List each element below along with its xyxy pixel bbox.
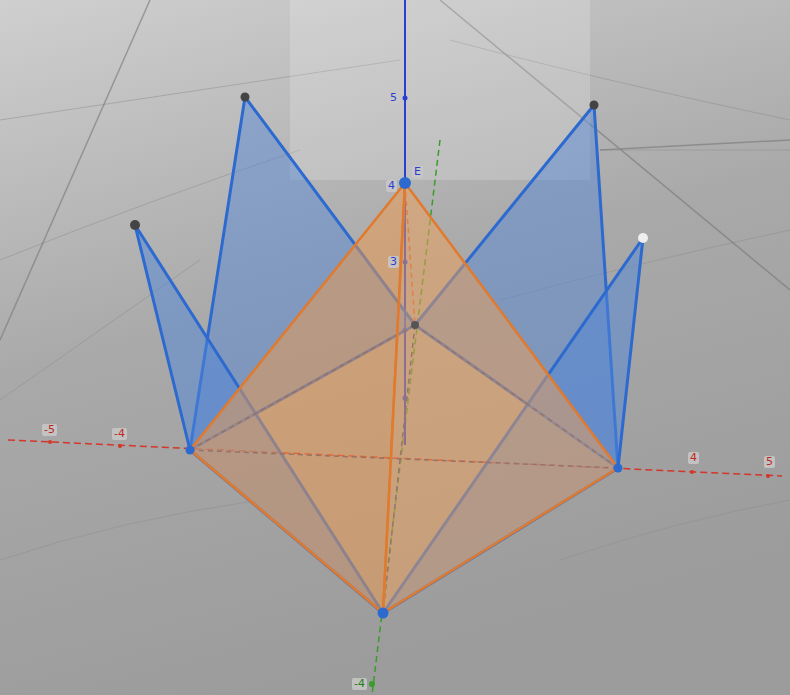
axis-tick-label: -5 — [42, 424, 57, 436]
axis-tick-label: 5 — [388, 92, 399, 104]
unfolded-faces — [135, 97, 643, 613]
vertices — [130, 93, 648, 619]
axis-tick-label: 3 — [388, 256, 399, 268]
axis-tick-label: 5 — [764, 456, 775, 468]
axis-tick-label: 4 — [688, 452, 699, 464]
axes — [8, 0, 782, 695]
point-label: E — [412, 166, 423, 178]
pyramid — [190, 183, 618, 613]
axis-tick-label: 4 — [386, 180, 397, 192]
hidden-edges — [190, 183, 618, 613]
axis-tick-label: -4 — [352, 678, 367, 690]
axis-tick-label: -4 — [112, 428, 127, 440]
